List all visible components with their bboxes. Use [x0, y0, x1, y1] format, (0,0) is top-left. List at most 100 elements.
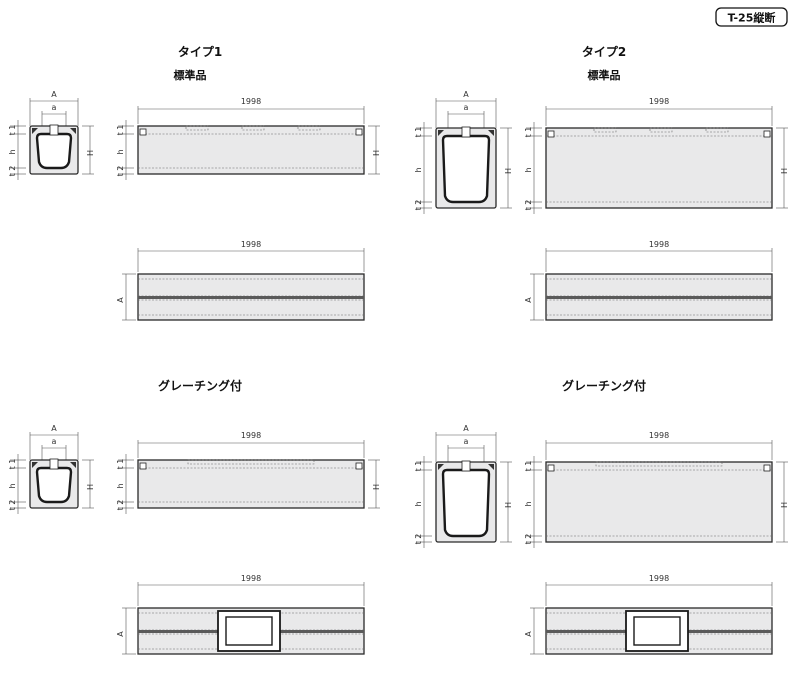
top-recess	[241, 125, 265, 131]
cross-section: Aat 1ht 2H	[414, 424, 513, 548]
corner-mark	[32, 128, 38, 134]
label-t2: t 2	[414, 534, 423, 545]
label-t2: t 2	[8, 500, 17, 511]
elevation-outline	[137, 459, 365, 509]
label-a: a	[464, 437, 469, 446]
label-A: A	[524, 297, 533, 303]
panel-title: タイプ2	[582, 44, 626, 59]
end-lug	[547, 130, 555, 138]
side-elevation: 1998 t 1 h t 2 H	[116, 97, 381, 180]
grating-opening	[633, 616, 681, 646]
grating-recess	[595, 461, 723, 467]
corner-mark	[438, 464, 444, 470]
code-badge: T-25縦断	[715, 7, 788, 27]
label-t1: t 1	[414, 127, 423, 138]
label-t1: t 1	[414, 461, 423, 472]
label-length: 1998	[241, 574, 261, 583]
cross-section: Aat 1ht 2H	[414, 90, 513, 214]
top-slot	[461, 126, 471, 138]
label-a: a	[52, 103, 57, 112]
elevation-outline	[137, 125, 365, 175]
label-length: 1998	[649, 574, 669, 583]
label-h: h	[524, 167, 533, 172]
panel-subtitle: 標準品	[588, 68, 621, 82]
label-H: H	[372, 150, 381, 156]
label-h: h	[414, 167, 423, 172]
label-length: 1998	[649, 97, 669, 106]
label-a: a	[464, 103, 469, 112]
label-A: A	[463, 90, 469, 99]
corner-mark	[70, 462, 76, 468]
label-A: A	[116, 297, 125, 303]
label-h: h	[8, 483, 17, 488]
label-t1: t 1	[116, 459, 125, 470]
top-slot	[461, 460, 471, 472]
top-recess	[593, 127, 617, 133]
corner-mark	[488, 464, 494, 470]
label-t2: t 2	[524, 200, 533, 211]
label-length: 1998	[241, 97, 261, 106]
label-h: h	[8, 149, 17, 154]
label-t2: t 2	[8, 166, 17, 177]
label-A: A	[524, 631, 533, 637]
label-h: h	[524, 501, 533, 506]
label-t2: t 2	[116, 500, 125, 511]
corner-mark	[488, 130, 494, 136]
label-A: A	[51, 424, 57, 433]
label-H: H	[504, 502, 513, 508]
end-lug	[547, 464, 555, 472]
end-lug	[139, 128, 147, 136]
label-t2: t 2	[414, 200, 423, 211]
center-slot	[546, 296, 772, 299]
channel-opening	[441, 468, 491, 538]
label-h: h	[116, 149, 125, 154]
label-length: 1998	[241, 240, 261, 249]
side-elevation: 1998 t 1 h t 2 H	[116, 431, 381, 514]
label-length: 1998	[241, 431, 261, 440]
label-t2: t 2	[116, 166, 125, 177]
top-recess	[705, 127, 729, 133]
label-length: 1998	[649, 240, 669, 249]
label-A: A	[51, 90, 57, 99]
end-lug	[763, 464, 771, 472]
end-lug	[139, 462, 147, 470]
corner-mark	[32, 462, 38, 468]
panel-title: グレーチング付	[158, 378, 242, 393]
label-t2: t 2	[524, 534, 533, 545]
label-t1: t 1	[8, 459, 17, 470]
top-slot	[49, 458, 59, 470]
panel-title: タイプ1	[178, 44, 222, 59]
code-label: T-25縦断	[728, 11, 776, 25]
end-lug	[763, 130, 771, 138]
channel-opening	[35, 466, 73, 504]
center-slot	[138, 296, 364, 299]
end-lug	[355, 462, 363, 470]
label-t1: t 1	[116, 125, 125, 136]
cross-section: Aat 1ht 2H	[8, 424, 95, 514]
top-recess	[297, 125, 321, 131]
label-H: H	[86, 484, 95, 490]
label-H: H	[780, 502, 789, 508]
label-t1: t 1	[524, 461, 533, 472]
corner-mark	[70, 128, 76, 134]
channel-opening	[441, 134, 491, 204]
elevation-outline	[545, 127, 773, 209]
cross-section: Aat 1ht 2H	[8, 90, 95, 180]
grating-recess	[187, 459, 315, 465]
label-t1: t 1	[8, 125, 17, 136]
label-t1: t 1	[524, 127, 533, 138]
label-h: h	[116, 483, 125, 488]
panel-subtitle: 標準品	[174, 68, 207, 82]
label-H: H	[372, 484, 381, 490]
corner-mark	[438, 130, 444, 136]
